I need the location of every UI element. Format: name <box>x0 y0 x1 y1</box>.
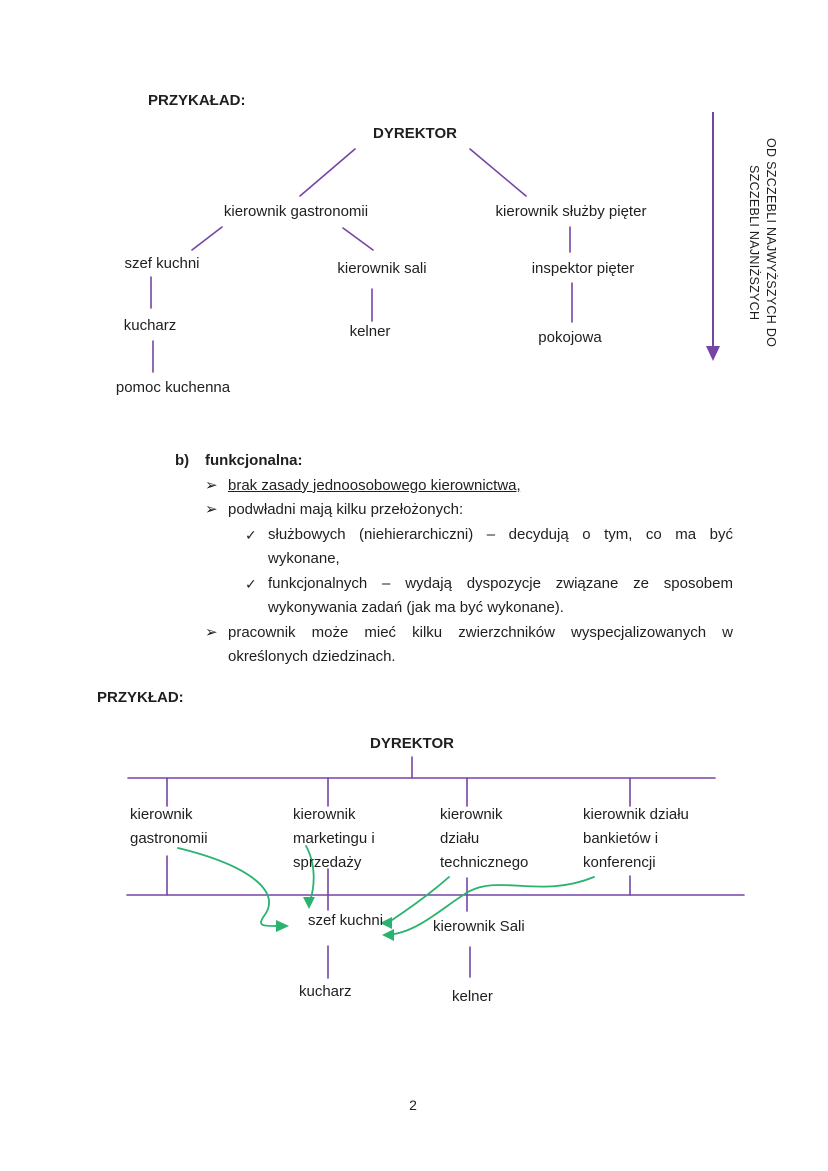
column-label-line: kierownik <box>130 806 193 823</box>
org2-column-techniczny: kierownik działu technicznego <box>440 803 528 875</box>
heading-prefix: b) <box>175 452 190 469</box>
page-number: 2 <box>409 1097 417 1113</box>
org1-node-kelner: kelner <box>349 323 391 340</box>
heading-text: funkcjonalna: <box>205 452 303 469</box>
list-item-text: wykonane, <box>268 550 340 567</box>
column-label-line: kierownik <box>293 806 356 823</box>
list-item: ✓ funkcjonalnych – wydają dyspozycje zwi… <box>175 572 733 621</box>
arrow-left-head <box>382 929 394 941</box>
org2-column-marketing: kierownik marketingu i sprzedaży <box>293 803 375 875</box>
list-item-text: pracownik może mieć kilku zwierzchników … <box>228 623 733 641</box>
org1-node-kierownik-sali: kierownik sali <box>337 260 427 277</box>
org2-green-arrows <box>177 845 595 935</box>
arrow-down-head <box>706 346 720 361</box>
list-item-text: określonych dziedzinach. <box>228 648 396 665</box>
list-item-text: funkcjonalnych – wydają dyspozycje związ… <box>268 574 733 592</box>
example1-heading: PRZYKAŁAD: <box>148 92 246 109</box>
arrow-bullet-icon: ➢ <box>205 501 218 518</box>
section-b-heading: b) funkcjonalna: <box>175 449 733 474</box>
org1-node-kucharz: kucharz <box>123 317 177 334</box>
list-item: ➢ pracownik może mieć kilku zwierzchnikó… <box>175 621 733 670</box>
list-item-text: podwładni mają kilku przełożonych: <box>228 501 464 518</box>
column-label-line: konferencji <box>583 854 656 871</box>
column-label-line: działu <box>440 830 480 847</box>
org1-direction-arrow-label: OD SZCZEBLI NAJWYŻSZYCH DO SZCZEBLI NAJN… <box>733 132 779 354</box>
org1-node-pokojowa: pokojowa <box>538 329 602 346</box>
section-b: b) funkcjonalna: ➢ brak zasady jednoosob… <box>175 449 733 670</box>
vertical-label-line1: OD SZCZEBLI NAJWYŻSZYCH DO <box>764 138 778 348</box>
column-label-line: gastronomii <box>130 830 208 847</box>
arrow-right-head <box>276 920 289 932</box>
column-label-line: kierownik <box>440 806 503 823</box>
column-label-line: technicznego <box>440 854 529 871</box>
arrow-down-head <box>303 897 315 909</box>
org2-node-kucharz: kucharz <box>299 983 352 1000</box>
arrow-bullet-icon: ➢ <box>205 623 218 641</box>
org2-column-bankiety: kierownik działu bankietów i konferencji <box>583 803 689 875</box>
org1-direction-arrow <box>706 112 720 361</box>
column-label-line: marketingu i <box>293 830 375 847</box>
org2-node-kierownik-sali: kierownik Sali <box>433 918 525 935</box>
org2-column-gastronomia: kierownik gastronomii <box>130 803 208 851</box>
org1-node-pomoc-kuchenna: pomoc kuchenna <box>115 379 231 396</box>
org1-node-inspektor-pieter: inspektor pięter <box>531 260 635 277</box>
list-item: ➢ podwładni mają kilku przełożonych: <box>175 498 733 523</box>
check-bullet-icon: ✓ <box>245 526 257 543</box>
list-item: ➢ brak zasady jednoosobowego kierownictw… <box>175 474 733 499</box>
org2-node-dyrektor: DYREKTOR <box>370 735 454 752</box>
column-label-line: sprzedaży <box>293 854 362 871</box>
org1-node-kierownik-sluzby-pieter: kierownik służby pięter <box>495 203 647 220</box>
org1-node-dyrektor: DYREKTOR <box>373 125 457 142</box>
column-label-line: kierownik działu <box>583 806 689 823</box>
check-bullet-icon: ✓ <box>245 575 257 592</box>
list-item: ✓ służbowych (niehierarchiczni) – decydu… <box>175 523 733 572</box>
arrow-bullet-icon: ➢ <box>205 476 218 494</box>
example2-heading: PRZYKŁAD: <box>97 689 184 706</box>
list-item-text: wykonywania zadań (jak ma być wykonane). <box>268 599 564 616</box>
org2-node-szef-kuchni: szef kuchni <box>308 912 384 929</box>
vertical-label-line2: SZCZEBLI NAJNIŻSZYCH <box>747 165 761 321</box>
column-label-line: bankietów i <box>583 830 659 847</box>
org1-node-szef-kuchni: szef kuchni <box>124 255 200 272</box>
org1-node-kierownik-gastronomii: kierownik gastronomii <box>223 203 369 220</box>
org2-node-kelner: kelner <box>452 988 493 1005</box>
list-item-text: brak zasady jednoosobowego kierownictwa, <box>228 476 521 494</box>
list-item-text: służbowych (niehierarchiczni) – decydują… <box>268 525 733 543</box>
